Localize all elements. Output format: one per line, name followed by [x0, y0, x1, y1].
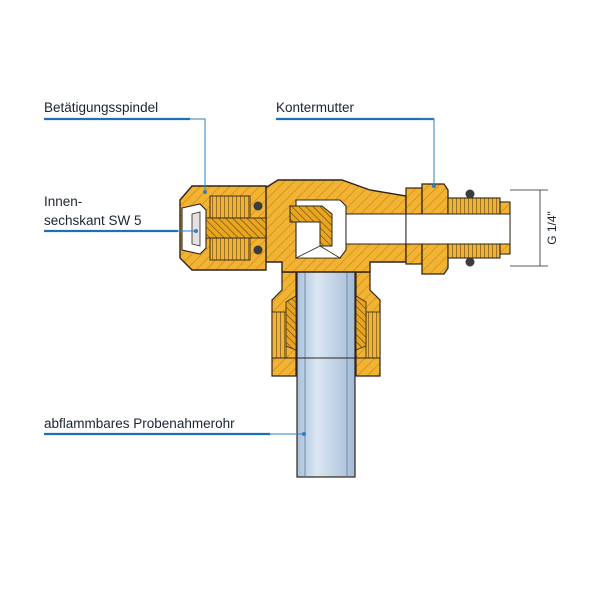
locknut-label: Kontermutter [276, 100, 355, 115]
callout-spindle: Betätigungsspindel [44, 100, 207, 194]
hex-label-line2: sechskant SW 5 [44, 213, 142, 228]
lock-nut-assembly [405, 183, 511, 275]
tube-label: abflammbares Probenahmerohr [44, 416, 235, 431]
spindle-label: Betätigungsspindel [44, 100, 158, 115]
thread-dimension: G 1/4" [510, 189, 559, 267]
compression-fitting [271, 271, 381, 377]
sample-tube [296, 261, 356, 478]
hex-label-line1: Innen- [44, 194, 82, 209]
callout-locknut: Kontermutter [276, 100, 436, 188]
actuating-spindle [179, 185, 267, 271]
callout-hex-socket: Innen- sechskant SW 5 [44, 194, 198, 233]
callout-tube: abflammbares Probenahmerohr [44, 416, 306, 436]
valve-body [261, 179, 407, 273]
thread-size-label: G 1/4" [545, 211, 559, 245]
